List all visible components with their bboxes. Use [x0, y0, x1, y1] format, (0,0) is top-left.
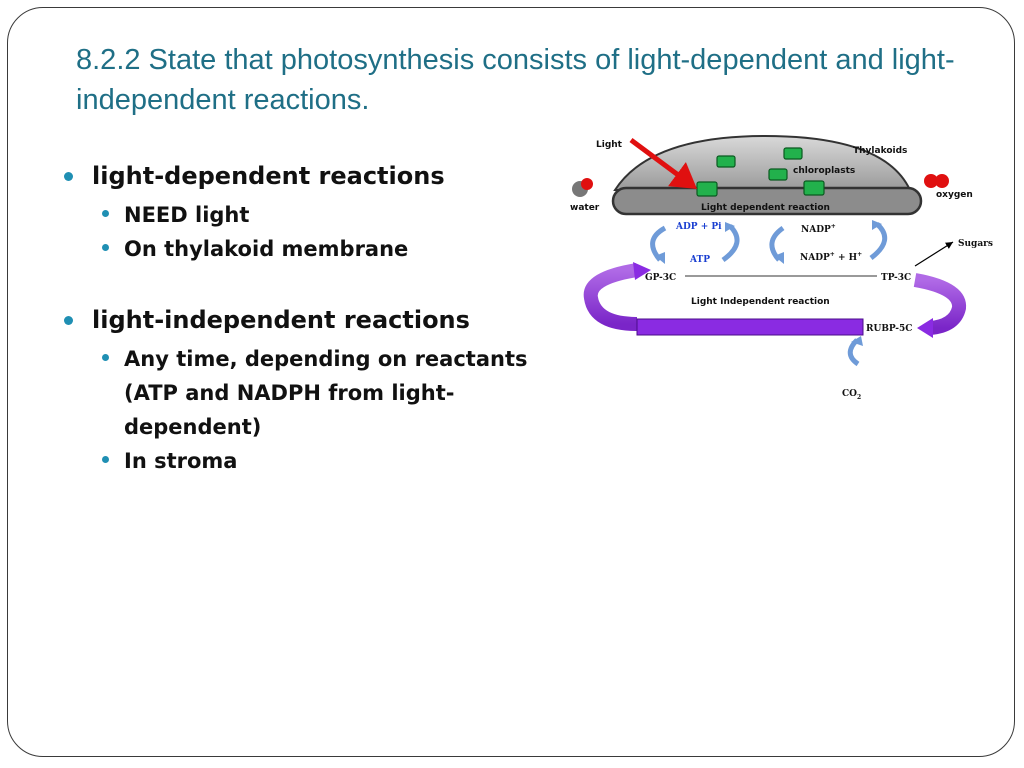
label-tp3c: TP-3C — [881, 273, 911, 283]
sub-bullet: In stroma — [92, 444, 532, 478]
label-thylakoids: Thylakoids — [853, 146, 907, 156]
label-water: water — [570, 203, 600, 213]
sub-bullet-dot-icon — [102, 210, 109, 217]
bullet-light-dependent: light-dependent reactions NEED light On … — [62, 158, 532, 266]
label-atp: ATP — [689, 255, 710, 265]
bullet-spacer — [62, 266, 532, 302]
label-chloroplasts: chloroplasts — [793, 166, 855, 176]
label-co2: CO2 — [842, 389, 861, 401]
thylakoid-membrane — [611, 186, 923, 216]
sub-bullet-text: In stroma — [124, 449, 238, 473]
bullet-text: light-dependent reactions — [92, 162, 445, 190]
sub-bullet: NEED light — [92, 198, 532, 232]
oxygen-molecule-icon — [924, 174, 949, 188]
label-nadph: NADP+ + H+ — [800, 251, 862, 263]
water-molecule-icon — [572, 178, 593, 197]
sub-bullet: Any time, depending on reactants (ATP an… — [92, 342, 532, 444]
label-adp-pi: ADP + Pi — [675, 222, 722, 232]
bullet-text: light-independent reactions — [92, 306, 470, 334]
sub-bullet-text: NEED light — [124, 203, 250, 227]
sub-bullet-list: NEED light On thylakoid membrane — [92, 198, 532, 266]
sub-bullet-text: On thylakoid membrane — [124, 237, 409, 261]
sub-bullet-dot-icon — [102, 456, 109, 463]
calvin-cycle-left-arrow — [583, 263, 639, 331]
bullet-list: light-dependent reactions NEED light On … — [62, 158, 532, 478]
photosynthesis-diagram: Light Thylakoids chloroplasts water oxyg… — [570, 134, 993, 401]
bullet-dot-icon — [64, 172, 73, 181]
slide-frame — [7, 7, 1015, 757]
calvin-cycle-right-arrow — [913, 273, 966, 335]
sub-bullet-text: Any time, depending on reactants (ATP an… — [124, 347, 528, 439]
sub-bullet-list: Any time, depending on reactants (ATP an… — [92, 342, 532, 478]
label-rubp: RUBP-5C — [866, 324, 912, 334]
bullet-light-independent: light-independent reactions Any time, de… — [62, 302, 532, 478]
label-light-independent: Light Independent reaction — [691, 297, 830, 307]
label-oxygen: oxygen — [936, 190, 973, 200]
sub-bullet-dot-icon — [102, 354, 109, 361]
sub-bullet-dot-icon — [102, 244, 109, 251]
label-light: Light — [596, 140, 623, 150]
slide-title: 8.2.2 State that photosynthesis consists… — [76, 44, 955, 116]
bullet-dot-icon — [64, 316, 73, 325]
label-sugars: Sugars — [958, 239, 993, 249]
light-arrow — [629, 137, 698, 189]
label-light-dependent: Light dependent reaction — [701, 203, 830, 213]
chloroplast-icon — [696, 147, 825, 197]
label-nadp-plus: NADP+ — [801, 223, 836, 235]
label-gp3c: GP-3C — [645, 273, 676, 283]
sub-bullet: On thylakoid membrane — [92, 232, 532, 266]
sugars-arrow — [914, 241, 954, 267]
calvin-cycle-bar — [636, 318, 864, 336]
